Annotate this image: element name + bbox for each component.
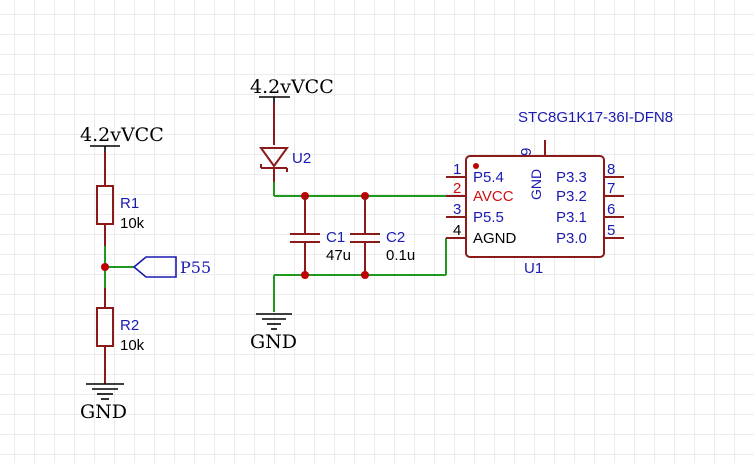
ic-pin-3-number: 3 (453, 201, 461, 218)
r2-ref: R2 (120, 317, 139, 334)
r1-value: 10k (120, 215, 145, 232)
ic-pin-5-name: P3.0 (556, 230, 587, 247)
gnd-symbol-left: GND (80, 383, 127, 423)
ic-u1[interactable]: STC8G1K17-36I-DFN8 9 GND 1 2 3 4 P5.4 AV… (446, 109, 673, 277)
ic-pin1-marker (473, 163, 479, 169)
u2-ref: U2 (292, 150, 311, 167)
junction-divider (101, 263, 109, 271)
ic-pin-2-name: AVCC (473, 188, 514, 205)
gnd-label-left: GND (80, 401, 127, 423)
ic-pin-4-number: 4 (453, 222, 461, 239)
gnd-symbol-mid: GND (250, 313, 297, 353)
c1-ref: C1 (326, 229, 345, 246)
vcc-symbol-left: 4.2vVCC (80, 124, 164, 152)
junction-c2-bottom (361, 271, 369, 279)
c2-ref: C2 (386, 229, 405, 246)
ic-pin-2-number: 2 (453, 180, 461, 197)
r1-ref: R1 (120, 195, 139, 212)
diode-u2[interactable]: U2 (259, 147, 311, 172)
ic-pin-6-name: P3.1 (556, 209, 587, 226)
capacitor-c1[interactable]: C1 47u (290, 196, 351, 275)
c2-value: 0.1u (386, 247, 415, 264)
junction-c1-bottom (301, 271, 309, 279)
ic-pin-7-name: P3.2 (556, 188, 587, 205)
ic-pin-7-number: 7 (607, 180, 615, 197)
ic-pin-8-name: P3.3 (556, 169, 587, 186)
ic-pin-4-name: AGND (473, 230, 517, 247)
ic-ref: U1 (524, 260, 543, 277)
vcc-symbol-mid: 4.2vVCC (250, 76, 334, 103)
ic-pin-5-number: 5 (607, 222, 615, 239)
ic-pin-6-number: 6 (607, 201, 615, 218)
ic-pin-9-name: GND (528, 169, 544, 200)
ic-pin-9-number: 9 (518, 148, 535, 156)
net-flag-p55[interactable]: P55 (132, 256, 211, 278)
ic-pin-1-number: 1 (453, 161, 461, 178)
ic-pin-3-name: P5.5 (473, 209, 504, 226)
ic-part-number: STC8G1K17-36I-DFN8 (518, 109, 673, 126)
ic-body (465, 155, 605, 258)
capacitor-c2[interactable]: C2 0.1u (350, 196, 415, 275)
r2-value: 10k (120, 337, 145, 354)
vcc-label-left: 4.2vVCC (80, 124, 164, 146)
vcc-label-mid: 4.2vVCC (250, 76, 334, 98)
gnd-label-mid: GND (250, 331, 297, 353)
ic-pin-1-name: P5.4 (473, 169, 504, 186)
ic-pin-8-number: 8 (607, 161, 615, 178)
c1-value: 47u (326, 247, 351, 264)
net-flag-label: P55 (180, 258, 211, 277)
